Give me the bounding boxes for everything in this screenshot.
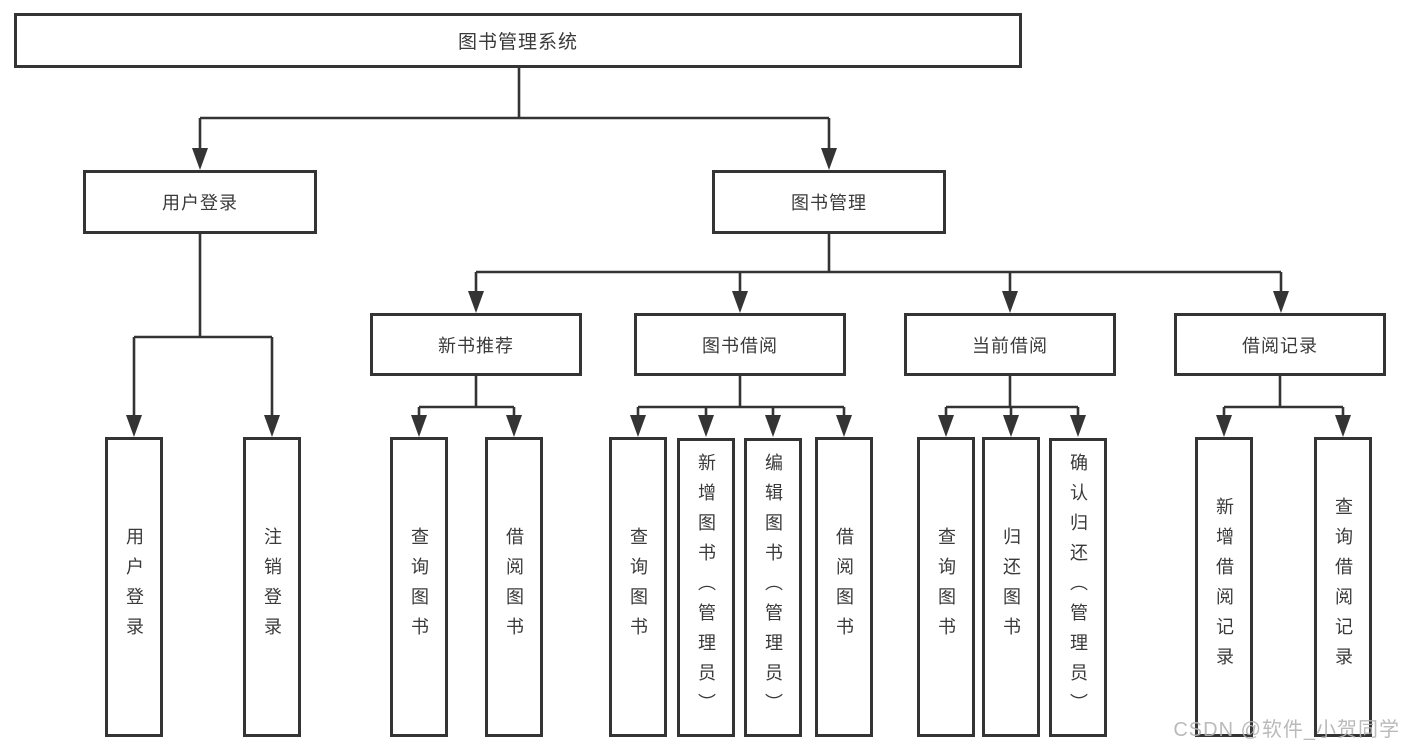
leaf-add-book-label: 新增图书（管理员）: [696, 452, 716, 723]
node-new-book-rec: 新书推荐: [370, 313, 582, 376]
node-user-login-label: 用户登录: [162, 193, 238, 213]
leaf-return-book-label: 归还图书: [1001, 527, 1021, 647]
leaf-add-book: 新增图书（管理员）: [677, 438, 735, 737]
leaf-confirm-return-label: 确认归还（管理员）: [1068, 452, 1088, 723]
node-book-borrow-label: 图书借阅: [702, 335, 778, 356]
leaf-query-book-2-label: 查询图书: [628, 527, 648, 647]
leaf-query-record-label: 查询借阅记录: [1333, 497, 1353, 677]
leaf-query-record: 查询借阅记录: [1314, 437, 1372, 737]
leaf-logout: 注销登录: [243, 437, 301, 737]
leaf-borrow-book-2: 借阅图书: [815, 437, 873, 737]
leaf-user-login: 用户登录: [105, 437, 163, 737]
leaf-add-record-label: 新增借阅记录: [1214, 497, 1234, 677]
leaf-borrow-book-1: 借阅图书: [485, 437, 543, 737]
node-book-borrow: 图书借阅: [634, 313, 846, 376]
node-current-borrow: 当前借阅: [904, 313, 1116, 376]
leaf-confirm-return: 确认归还（管理员）: [1049, 438, 1107, 737]
node-book-mgmt: 图书管理: [712, 170, 946, 234]
node-current-borrow-label: 当前借阅: [972, 335, 1048, 356]
watermark: CSDN @软件_小贺同学: [1173, 719, 1400, 741]
leaf-edit-book-label: 编辑图书（管理员）: [763, 452, 783, 723]
node-root: 图书管理系统: [14, 13, 1022, 68]
node-user-login: 用户登录: [83, 170, 317, 234]
leaf-query-book-2: 查询图书: [609, 437, 667, 737]
leaf-borrow-book-2-label: 借阅图书: [834, 527, 854, 647]
leaf-user-login-label: 用户登录: [124, 527, 144, 647]
leaf-query-book-1: 查询图书: [390, 437, 448, 737]
leaf-add-record: 新增借阅记录: [1195, 437, 1253, 737]
node-borrow-record-label: 借阅记录: [1242, 335, 1318, 356]
node-borrow-record: 借阅记录: [1174, 313, 1386, 376]
leaf-borrow-book-1-label: 借阅图书: [504, 527, 524, 647]
node-root-label: 图书管理系统: [457, 32, 578, 53]
leaf-query-book-1-label: 查询图书: [409, 527, 429, 647]
leaf-logout-label: 注销登录: [262, 527, 282, 647]
node-new-book-rec-label: 新书推荐: [438, 335, 514, 356]
leaf-query-book-3: 查询图书: [917, 437, 975, 737]
node-book-mgmt-label: 图书管理: [791, 193, 867, 213]
leaf-return-book: 归还图书: [982, 437, 1040, 737]
leaf-edit-book: 编辑图书（管理员）: [744, 438, 802, 737]
leaf-query-book-3-label: 查询图书: [936, 527, 956, 647]
